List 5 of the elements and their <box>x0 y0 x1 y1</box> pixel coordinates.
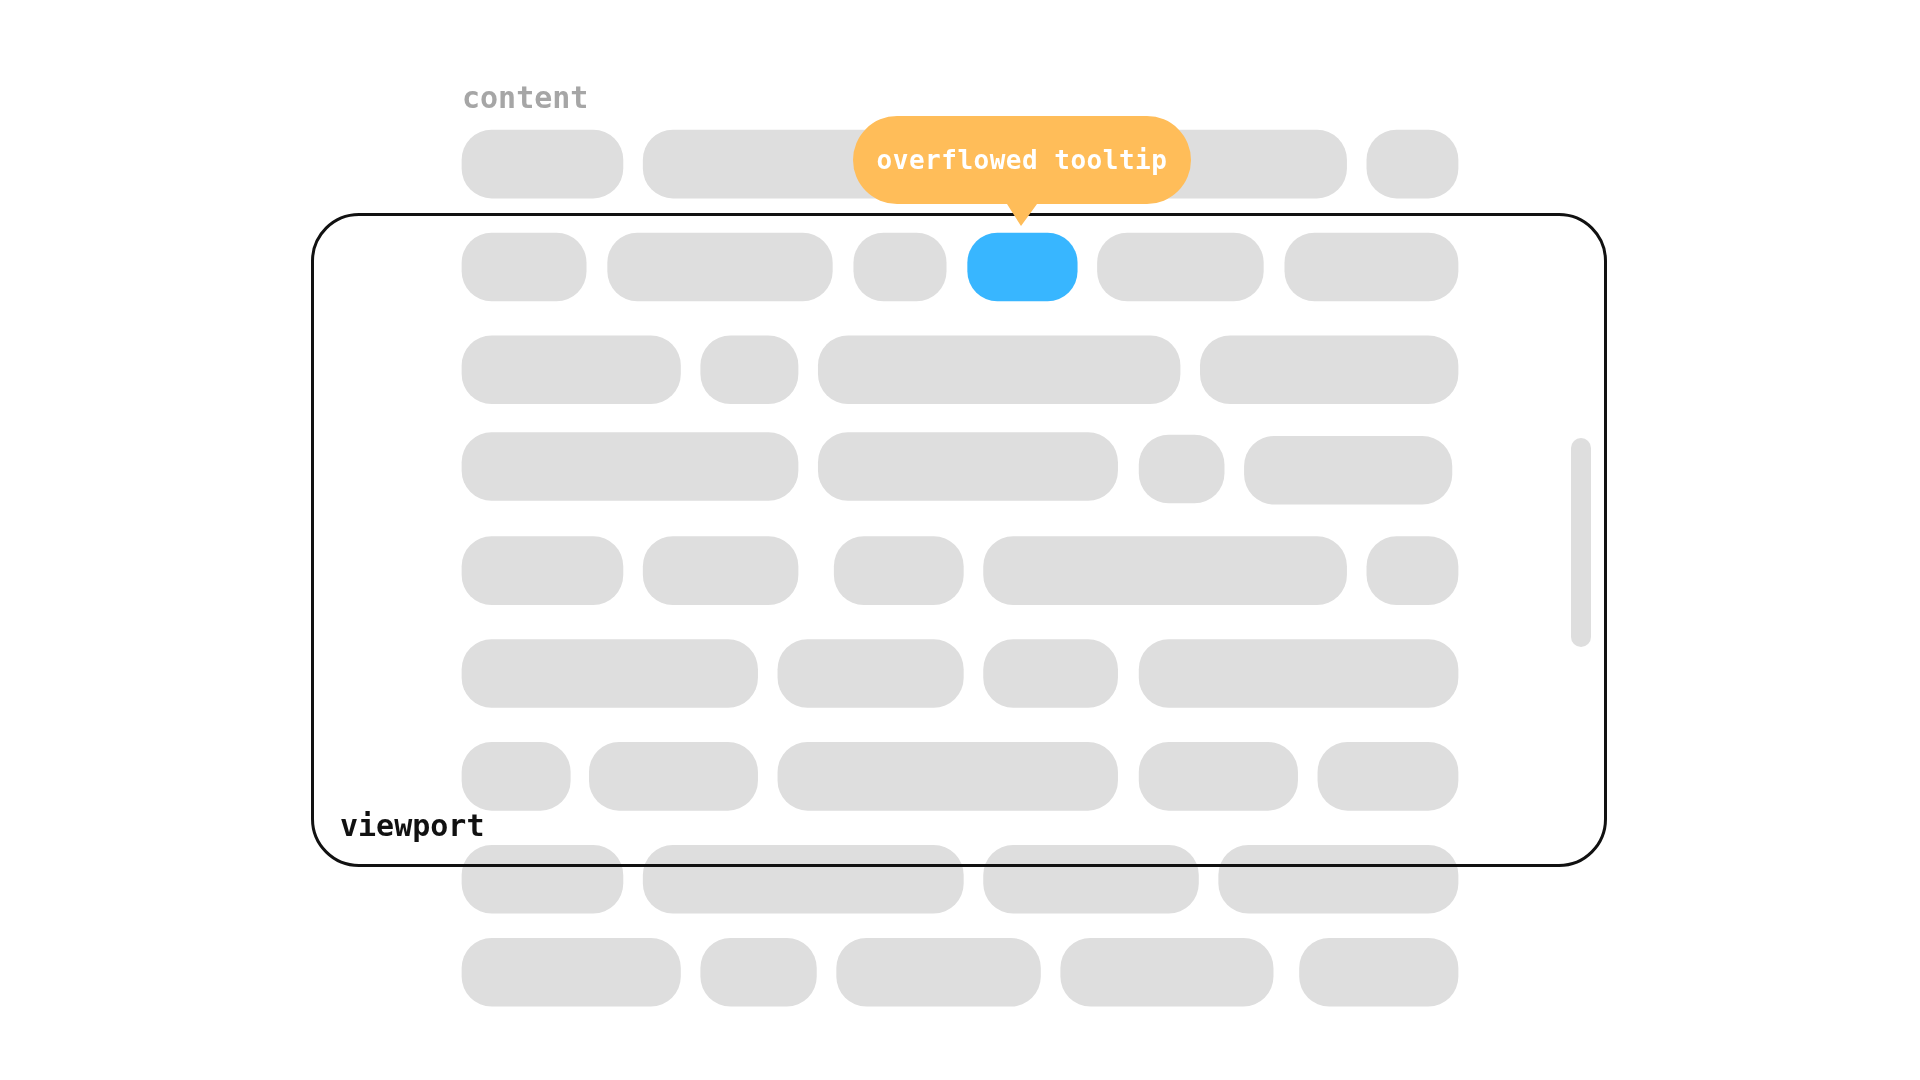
tooltip-text: overflowed tooltip <box>876 144 1168 176</box>
viewport-label: viewport <box>340 808 485 844</box>
viewport-frame <box>311 213 1607 867</box>
tooltip-bubble <box>853 116 1191 226</box>
content-label: content <box>462 80 589 116</box>
